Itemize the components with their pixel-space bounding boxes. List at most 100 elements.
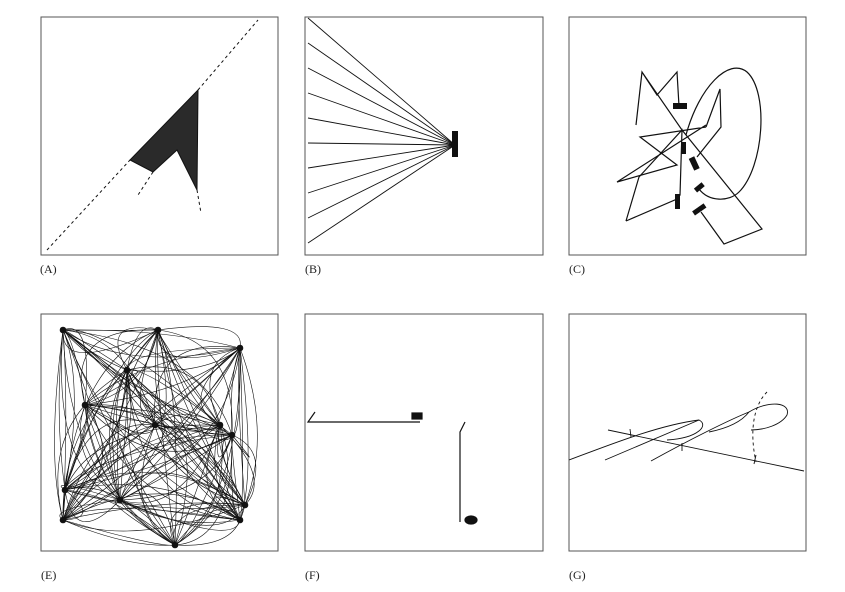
path-curve bbox=[58, 329, 66, 491]
path-curve bbox=[119, 499, 246, 526]
fan-line bbox=[307, 42, 456, 146]
markers bbox=[673, 103, 707, 216]
path-curve bbox=[62, 347, 241, 521]
path-curve bbox=[215, 496, 246, 521]
node-marker bbox=[228, 431, 236, 439]
fan-line bbox=[307, 17, 456, 146]
dashed-line bbox=[46, 159, 131, 251]
path-curve bbox=[84, 404, 233, 452]
path-curve bbox=[126, 369, 241, 521]
end-blob bbox=[464, 515, 478, 525]
path-curve bbox=[62, 329, 156, 426]
path-curve bbox=[64, 419, 156, 491]
path-curve bbox=[64, 489, 246, 509]
path-curve bbox=[57, 404, 86, 521]
path-curve bbox=[62, 329, 233, 436]
path-curve bbox=[64, 434, 233, 491]
node-marker bbox=[81, 401, 89, 409]
panel-label-e: (E) bbox=[41, 568, 57, 582]
path-curve bbox=[64, 489, 241, 521]
path-curve bbox=[62, 329, 241, 358]
path-curve bbox=[157, 329, 246, 506]
panel-b-marker bbox=[452, 131, 458, 157]
scribble-line bbox=[650, 410, 751, 462]
path-curve bbox=[62, 475, 67, 521]
stroke-line bbox=[604, 419, 700, 461]
path-curve bbox=[126, 366, 221, 426]
panel-label-g: (G) bbox=[569, 568, 586, 582]
scribble-line bbox=[625, 128, 683, 222]
path-curve bbox=[84, 404, 246, 506]
scribble-line bbox=[568, 419, 704, 461]
path-curve bbox=[62, 479, 121, 521]
path-curve bbox=[84, 347, 241, 406]
path-curve bbox=[62, 329, 221, 426]
node-marker bbox=[61, 486, 69, 494]
path-curve bbox=[116, 329, 159, 501]
path-curve bbox=[141, 424, 176, 546]
path-curve bbox=[64, 434, 233, 491]
path-curve bbox=[62, 424, 156, 521]
path-curve bbox=[62, 504, 246, 532]
panel-g-frame bbox=[568, 313, 807, 552]
fan-line bbox=[307, 142, 456, 146]
path-curve bbox=[174, 424, 223, 546]
node-marker bbox=[59, 326, 67, 334]
fan-line bbox=[307, 92, 456, 146]
loop-line bbox=[685, 67, 762, 200]
panel-label-a: (A) bbox=[40, 262, 57, 276]
scribble-line bbox=[616, 124, 707, 183]
fan-line bbox=[307, 144, 456, 219]
fan-line bbox=[307, 144, 456, 244]
panel-c-drawing bbox=[616, 67, 763, 245]
node-marker bbox=[123, 366, 131, 374]
node-marker bbox=[171, 541, 179, 549]
path-curve bbox=[174, 519, 241, 546]
path-curve bbox=[119, 423, 165, 501]
scribble-line bbox=[635, 70, 763, 245]
path-curve bbox=[200, 347, 241, 426]
path-curve bbox=[119, 347, 241, 501]
panel-g-drawing bbox=[568, 391, 805, 472]
path-curve bbox=[79, 404, 121, 501]
path-curve bbox=[157, 326, 241, 349]
node-marker bbox=[241, 501, 249, 509]
path-curve bbox=[157, 329, 233, 436]
path-curve bbox=[126, 369, 241, 521]
loop-line bbox=[748, 403, 788, 431]
path-curve bbox=[126, 369, 221, 426]
node-marker bbox=[154, 326, 162, 334]
panel-label-c: (C) bbox=[569, 262, 585, 276]
path-curve bbox=[62, 493, 241, 521]
panel-b-frame bbox=[304, 16, 544, 256]
panel-e-drawing bbox=[54, 326, 258, 549]
path-curve bbox=[239, 347, 244, 521]
path-curve bbox=[64, 424, 221, 491]
panel-f-frame bbox=[304, 313, 544, 552]
path-curve bbox=[62, 329, 176, 546]
path-curve bbox=[231, 434, 257, 506]
path-curve bbox=[84, 404, 233, 436]
path-curve bbox=[62, 369, 128, 521]
path-curve bbox=[239, 347, 258, 506]
path-curve bbox=[84, 404, 221, 426]
panel-a-drawing bbox=[46, 19, 259, 251]
path-curve bbox=[64, 489, 176, 546]
path-curve bbox=[230, 347, 241, 436]
path-curve bbox=[114, 499, 176, 546]
path-curve bbox=[109, 329, 159, 501]
path-curve bbox=[119, 492, 176, 546]
path-curve bbox=[119, 424, 221, 501]
path-curve bbox=[170, 502, 246, 546]
path-curve bbox=[157, 329, 241, 359]
path-curve bbox=[62, 328, 87, 406]
path-curve bbox=[119, 424, 221, 504]
path-curve bbox=[64, 347, 241, 491]
panel-b-drawing bbox=[307, 17, 456, 244]
panel-label-b: (B) bbox=[305, 262, 321, 276]
node-marker bbox=[116, 496, 124, 504]
path-curve bbox=[64, 369, 128, 491]
node-marker bbox=[236, 516, 244, 524]
path-curve bbox=[116, 369, 176, 546]
